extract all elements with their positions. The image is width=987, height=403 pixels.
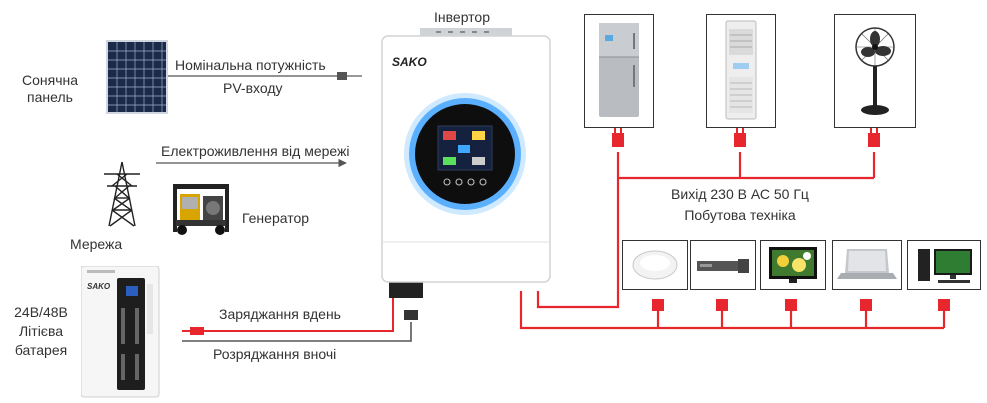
power-tower-icon: [104, 161, 140, 227]
discharge-night-label: Розряджання вночі: [213, 346, 337, 362]
pv-power-label-line1: Номінальна потужність: [175, 57, 326, 73]
tv-frame: [760, 240, 826, 290]
fridge-icon: [599, 23, 639, 117]
tv-icon: [769, 247, 817, 283]
solar-panel-label-line1: Сонячна: [21, 72, 79, 88]
solar-panel-label-line2: панель: [27, 89, 73, 105]
fridge-frame: [584, 14, 654, 128]
output-label-line1: Вихід 230 В АС 50 Гц: [671, 186, 809, 202]
battery-label: 24В/48В Літієва батарея: [10, 304, 72, 359]
dvd-player-frame: [690, 240, 756, 290]
discharge-wire: [182, 310, 418, 342]
dvd-player-icon: [697, 259, 749, 273]
battery-label-line1: 24В/48В: [14, 304, 68, 320]
desktop-frame: [907, 240, 981, 290]
air-conditioner-icon: [725, 20, 757, 120]
grid-label: Мережа: [70, 236, 123, 252]
desktop-pc-icon: [918, 249, 972, 283]
grid-supply-label: Електроживлення від мережі: [161, 143, 350, 159]
inverter-plug: [389, 280, 423, 298]
ac-output-upper: [536, 152, 876, 309]
ceiling-lamp-icon: [632, 250, 678, 280]
solar-panel-label: Сонячна панель: [18, 72, 82, 106]
generator-label: Генератор: [242, 210, 310, 226]
output-label-line2: Побутова техніка: [684, 207, 796, 223]
charge-wire: [182, 296, 394, 335]
fan-icon: [855, 27, 895, 115]
air-conditioner-frame: [706, 14, 776, 128]
laptop-icon: [837, 249, 897, 279]
inverter-label: Інвертор: [434, 9, 490, 25]
pv-input-line: [168, 72, 362, 80]
generator-icon: [173, 184, 229, 235]
svg-text:SAKO: SAKO: [87, 282, 111, 291]
inverter-brand-logo: SAKO: [392, 55, 427, 69]
ac-output-lower: [519, 291, 946, 330]
inverter-icon: SAKO: [381, 28, 551, 283]
charge-day-label: Заряджання вдень: [219, 306, 341, 322]
output-label: Вихід 230 В АС 50 Гц Побутова техніка: [650, 186, 830, 224]
ac-upper-plugs: [612, 126, 880, 147]
battery-label-line3: батарея: [14, 342, 68, 358]
ac-lower-plugs: [652, 299, 950, 311]
battery-label-line2: Літієва: [18, 323, 64, 339]
ceiling-lamp-frame: [622, 240, 688, 290]
solar-panel-icon: [106, 40, 168, 114]
laptop-frame: [832, 240, 902, 290]
fan-frame: [834, 14, 916, 128]
lithium-battery-icon: SAKO: [81, 266, 160, 398]
pv-power-label-line2: PV-входу: [223, 80, 283, 96]
